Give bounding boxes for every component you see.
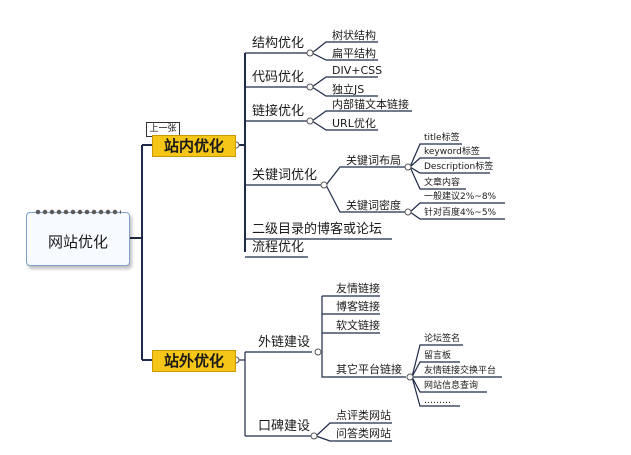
branch-keywords[interactable]: 关键词优化 [252, 168, 318, 183]
leaf-ellipsis: ……… [424, 396, 451, 406]
notebook-spiral-icon [35, 207, 121, 217]
sub-keyword-density[interactable]: 关键词密度 [346, 199, 401, 212]
leaf-site-info-query[interactable]: 网站信息查询 [424, 381, 479, 391]
leaf-anchor-text[interactable]: 内部锚文本链接 [332, 98, 409, 111]
sub-keyword-layout[interactable]: 关键词布局 [346, 154, 401, 167]
leaf-blog-links[interactable]: 博客链接 [336, 300, 380, 313]
branch-links[interactable]: 链接优化 [252, 104, 305, 119]
branch-code[interactable]: 代码优化 [252, 70, 305, 85]
root-node[interactable]: 网站优化 [26, 207, 130, 266]
branch-reputation[interactable]: 口碑建设 [258, 419, 311, 434]
leaf-review-sites[interactable]: 点评类网站 [336, 409, 391, 422]
sub-other-platforms[interactable]: 其它平台链接 [336, 363, 402, 376]
root-node-label: 网站优化 [47, 233, 108, 251]
leaf-article-content[interactable]: 文章内容 [424, 178, 461, 188]
leaf-qa-sites[interactable]: 问答类网站 [336, 427, 391, 440]
leaf-message-board[interactable]: 留言板 [424, 351, 452, 361]
leaf-div-css[interactable]: DIV+CSS [332, 64, 383, 77]
leaf-title-tag[interactable]: title标签 [424, 133, 460, 143]
leaf-description-tag[interactable]: Description标签 [424, 162, 494, 172]
leaf-general-density[interactable]: 一般建议2%~8% [424, 192, 497, 202]
leaf-independent-js[interactable]: 独立JS [332, 83, 365, 96]
branch-structure[interactable]: 结构优化 [252, 36, 305, 51]
leaf-forum-signature[interactable]: 论坛签名 [424, 334, 461, 344]
leaf-baidu-density[interactable]: 针对百度4%~5% [424, 208, 497, 218]
leaf-link-exchange[interactable]: 友情链接交换平台 [424, 366, 497, 376]
connector-lines [128, 53, 246, 361]
leaf-article-links[interactable]: 软文链接 [336, 319, 380, 332]
leaf-flat-structure[interactable]: 扁平结构 [332, 47, 376, 60]
branch-backlinks[interactable]: 外链建设 [258, 335, 311, 350]
leaf-friend-links[interactable]: 友情链接 [336, 282, 380, 295]
leaf-tree-structure[interactable]: 树状结构 [332, 29, 376, 42]
branch-process[interactable]: 流程优化 [252, 240, 305, 255]
branch-subdir[interactable]: 二级目录的博客或论坛 [252, 222, 383, 237]
previous-tag[interactable]: 上一张 [146, 122, 180, 137]
main-node-offsite[interactable]: 站外优化 [152, 350, 236, 372]
leaf-keyword-tag[interactable]: keyword标签 [424, 147, 480, 157]
branch-lines [238, 41, 505, 442]
main-node-onsite[interactable]: 站内优化 [152, 135, 236, 157]
leaf-url-optimize[interactable]: URL优化 [332, 117, 376, 130]
